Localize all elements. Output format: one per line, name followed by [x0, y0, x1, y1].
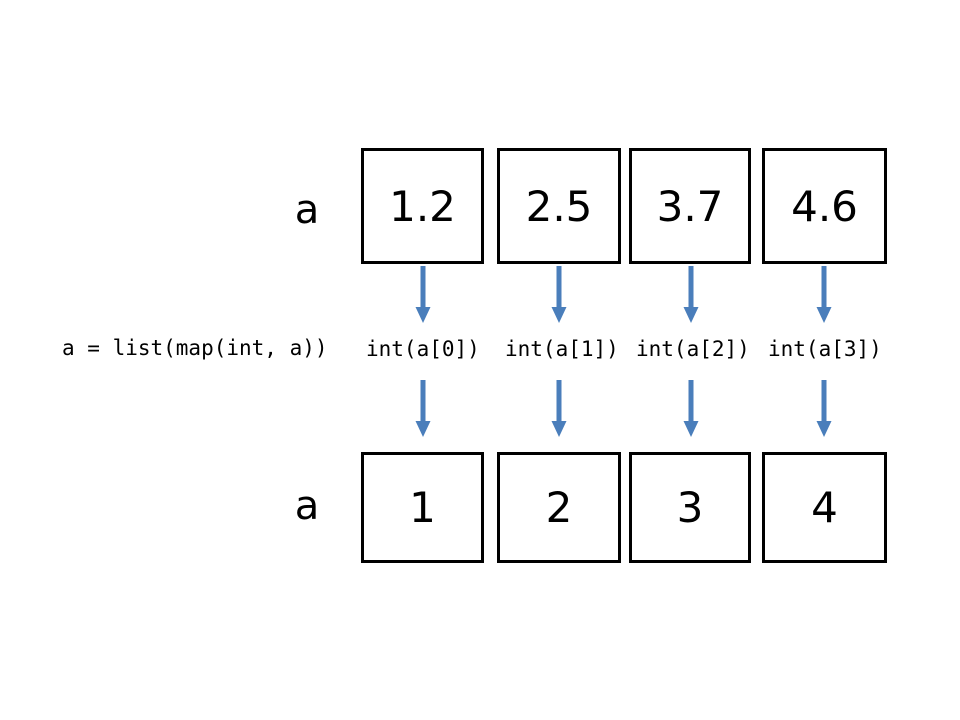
arrow-down-icon-upper-3	[816, 266, 832, 323]
code-statement-label: a = list(map(int, a))	[62, 336, 328, 360]
bottom-cell-1: 2	[497, 452, 621, 563]
code-element-call-2: int(a[2])	[636, 337, 750, 361]
arrow-down-icon-lower-0	[415, 380, 431, 437]
top-cell-0: 1.2	[361, 148, 484, 264]
code-element-call-0: int(a[0])	[366, 337, 480, 361]
top-row-variable-label: a	[294, 187, 320, 233]
top-cell-1: 2.5	[497, 148, 621, 264]
top-cell-2: 3.7	[629, 148, 751, 264]
bottom-cell-3: 4	[762, 452, 887, 563]
bottom-row-variable-label: a	[294, 483, 320, 529]
arrow-down-icon-lower-2	[683, 380, 699, 437]
bottom-cell-2: 3	[629, 452, 751, 563]
code-element-call-3: int(a[3])	[768, 337, 882, 361]
arrow-down-icon-upper-2	[683, 266, 699, 323]
arrow-down-icon-lower-1	[551, 380, 567, 437]
arrow-down-icon-upper-0	[415, 266, 431, 323]
bottom-cell-0: 1	[361, 452, 484, 563]
arrow-down-icon-lower-3	[816, 380, 832, 437]
code-element-call-1: int(a[1])	[505, 337, 619, 361]
arrow-down-icon-upper-1	[551, 266, 567, 323]
top-cell-3: 4.6	[762, 148, 887, 264]
